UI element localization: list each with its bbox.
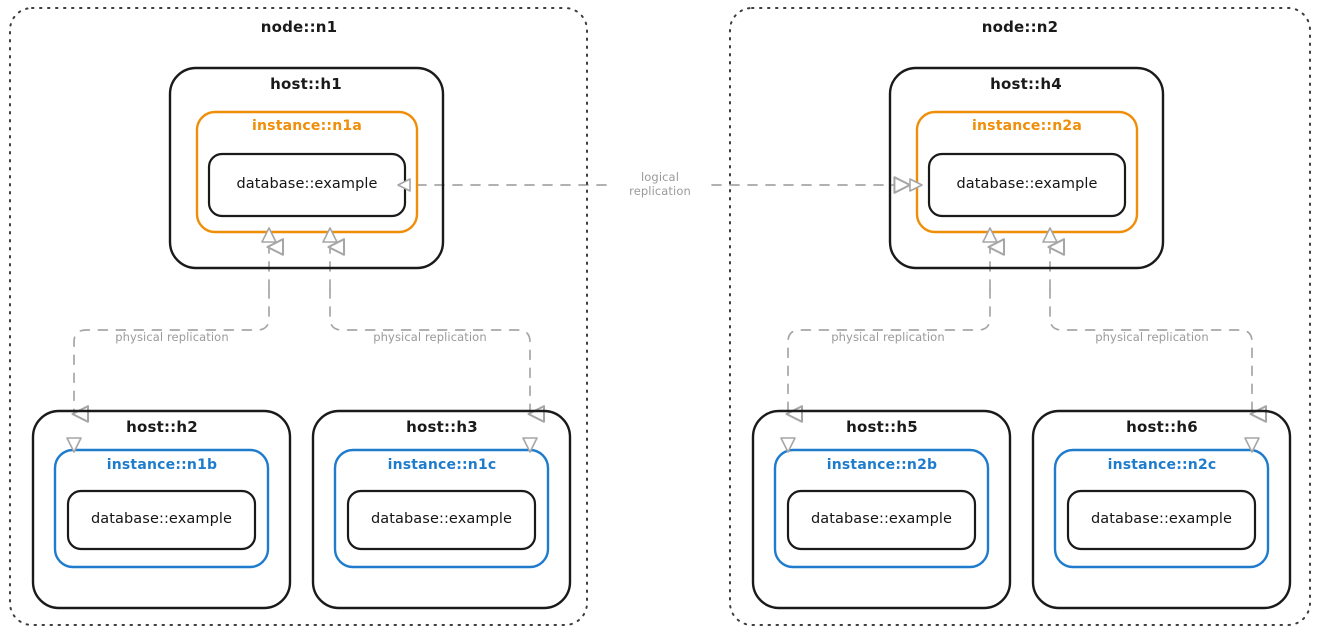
edge-physical-n2a-n2b-body [785, 288, 991, 423]
host-box-h5 [751, 409, 1012, 610]
database-box-n2a [927, 152, 1127, 218]
instance-box-n1c [333, 448, 550, 569]
database-box-n1b [66, 489, 257, 551]
database-box-n2b [786, 489, 977, 551]
host-box-h1 [168, 66, 445, 270]
node-boundary-n1 [9, 7, 588, 626]
arrowhead-physical-into-n2a-right [1042, 227, 1058, 243]
arrowhead-physical-into-n2c [1244, 437, 1260, 453]
host-box-h3 [311, 409, 572, 610]
edge-physical-n1a-n1b-body [71, 288, 270, 423]
database-box-n2c [1066, 489, 1257, 551]
database-box-n1c [346, 489, 537, 551]
instance-box-n2b [773, 448, 990, 569]
host-box-h4 [888, 66, 1165, 270]
arrowhead-logical-into-n1a [397, 178, 411, 192]
arrowhead-physical-into-n1c [522, 437, 538, 453]
instance-box-n1b [53, 448, 270, 569]
arrowhead-physical-into-n1a-right [322, 227, 338, 243]
edge-physical-n2a-n2c-body [1049, 288, 1268, 423]
arrowhead-physical-into-n2a-left [982, 227, 998, 243]
arrowhead-physical-into-n1b [66, 437, 82, 453]
host-box-h2 [31, 409, 292, 610]
instance-box-n1a [195, 110, 419, 234]
node-boundary-n2 [729, 7, 1311, 626]
host-box-h6 [1031, 409, 1292, 610]
arrowhead-physical-into-n1a-left [261, 227, 277, 243]
instance-box-n2a [915, 110, 1139, 234]
edge-physical-n1a-n1c-body [329, 288, 546, 423]
instance-box-n2c [1053, 448, 1270, 569]
arrowhead-physical-into-n2b [780, 437, 796, 453]
arrowhead-logical-into-n2a [909, 178, 923, 192]
